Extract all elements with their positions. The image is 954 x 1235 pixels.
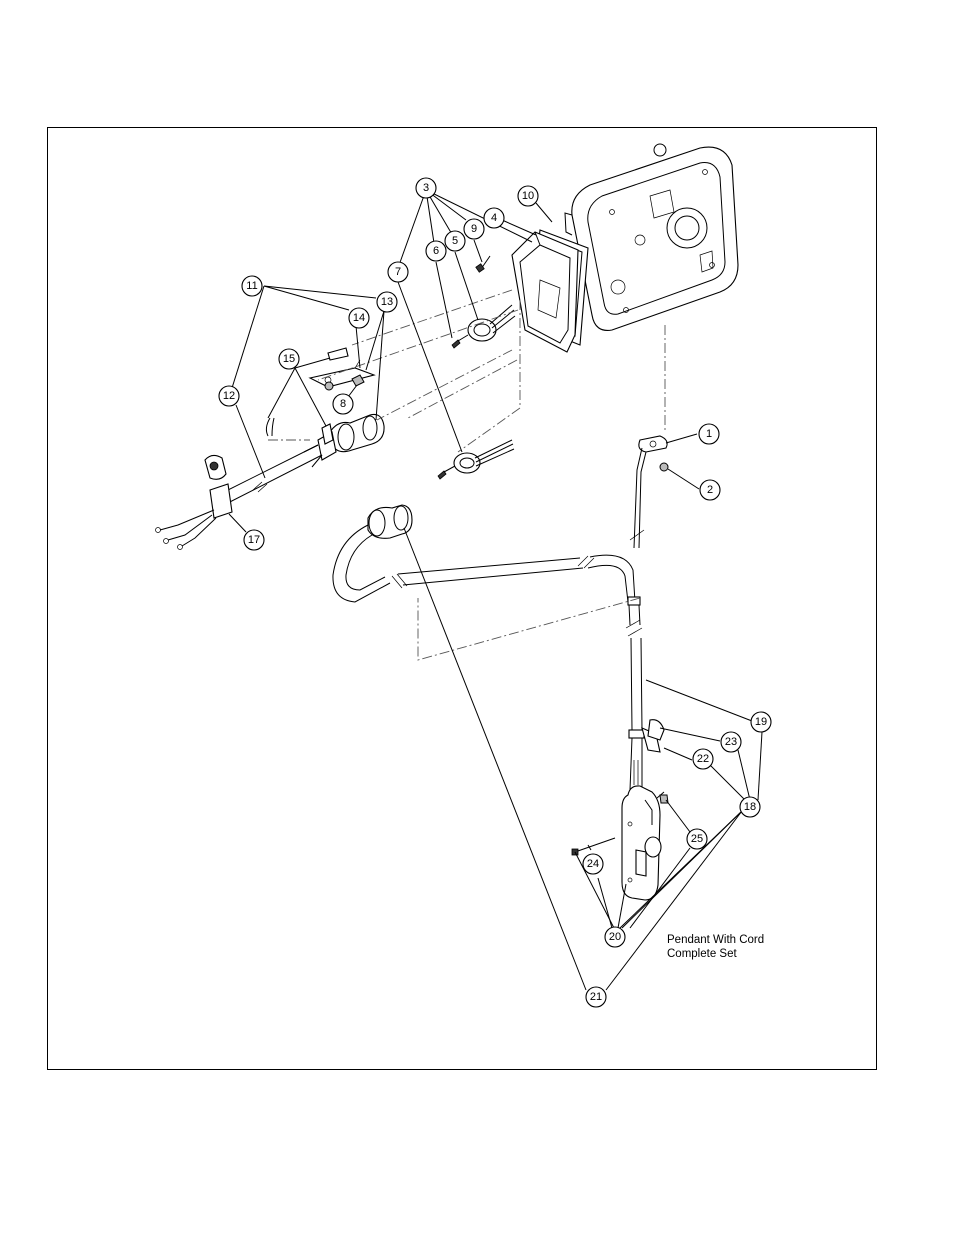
svg-text:23: 23 bbox=[725, 736, 737, 748]
callout-25: 25 bbox=[687, 829, 707, 849]
svg-text:14: 14 bbox=[353, 312, 365, 324]
pendant-caption: Pendant With Cord Complete Set bbox=[667, 933, 764, 961]
callout-9: 9 bbox=[464, 219, 484, 239]
svg-text:10: 10 bbox=[522, 190, 534, 202]
callout-14: 14 bbox=[349, 308, 369, 328]
callout-2: 2 bbox=[700, 480, 720, 500]
callout-8: 8 bbox=[333, 394, 353, 414]
svg-text:4: 4 bbox=[491, 212, 497, 224]
svg-text:25: 25 bbox=[691, 833, 703, 845]
callout-18: 18 bbox=[740, 797, 760, 817]
hanger-bracket bbox=[630, 436, 668, 548]
svg-text:17: 17 bbox=[248, 534, 260, 546]
pendant-handle bbox=[572, 720, 668, 900]
svg-text:21: 21 bbox=[590, 991, 602, 1003]
callout-10: 10 bbox=[518, 186, 538, 206]
svg-text:7: 7 bbox=[395, 266, 401, 278]
callout-4: 4 bbox=[484, 208, 504, 228]
callout-6: 6 bbox=[426, 241, 446, 261]
svg-text:1: 1 bbox=[706, 428, 712, 440]
callout-24: 24 bbox=[583, 854, 603, 874]
callout-12: 12 bbox=[219, 386, 239, 406]
svg-text:5: 5 bbox=[452, 235, 458, 247]
callout-19: 19 bbox=[751, 712, 771, 732]
svg-text:8: 8 bbox=[340, 398, 346, 410]
svg-text:18: 18 bbox=[744, 801, 756, 813]
svg-text:9: 9 bbox=[471, 223, 477, 235]
pendant-cord-plug bbox=[333, 505, 642, 730]
svg-text:12: 12 bbox=[223, 390, 235, 402]
svg-text:22: 22 bbox=[697, 753, 709, 765]
callout-21: 21 bbox=[586, 987, 606, 1007]
screw bbox=[476, 256, 490, 272]
svg-text:3: 3 bbox=[423, 182, 429, 194]
leader-lines bbox=[229, 190, 762, 990]
hoist-housing bbox=[565, 144, 738, 330]
svg-text:20: 20 bbox=[609, 931, 621, 943]
svg-text:24: 24 bbox=[587, 858, 599, 870]
svg-text:13: 13 bbox=[381, 296, 393, 308]
callout-13: 13 bbox=[377, 292, 397, 312]
power-cord-assembly bbox=[156, 348, 385, 550]
callout-23: 23 bbox=[721, 732, 741, 752]
callout-11: 11 bbox=[242, 276, 262, 296]
svg-text:11: 11 bbox=[246, 280, 257, 292]
callout-3: 3 bbox=[416, 178, 436, 198]
callout-1: 1 bbox=[699, 424, 719, 444]
svg-text:2: 2 bbox=[707, 484, 713, 496]
callout-15: 15 bbox=[279, 349, 299, 369]
phantom-lines bbox=[268, 290, 665, 660]
svg-text:6: 6 bbox=[433, 245, 439, 257]
callout-20: 20 bbox=[605, 927, 625, 947]
caption-line-2: Complete Set bbox=[667, 947, 764, 961]
receptacle-upper bbox=[452, 305, 515, 348]
svg-text:19: 19 bbox=[755, 716, 767, 728]
callout-5: 5 bbox=[445, 231, 465, 251]
svg-text:15: 15 bbox=[283, 353, 295, 365]
callout-17: 17 bbox=[244, 530, 264, 550]
callout-7: 7 bbox=[388, 262, 408, 282]
callout-22: 22 bbox=[693, 749, 713, 769]
caption-line-1: Pendant With Cord bbox=[667, 933, 764, 947]
receptacle-lower bbox=[438, 440, 514, 479]
terminal-box-cover bbox=[512, 232, 578, 352]
